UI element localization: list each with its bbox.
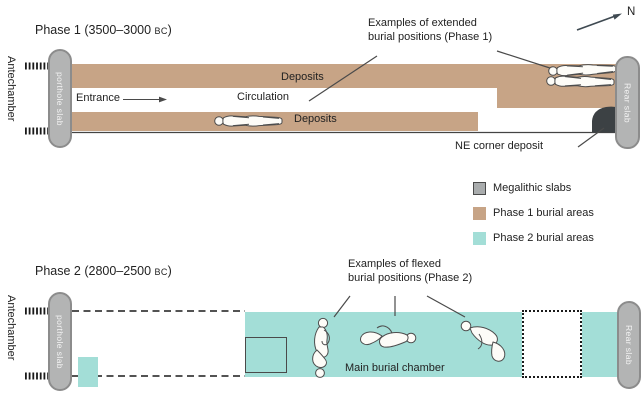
north-arrow-head — [612, 13, 622, 20]
phase1-porthole-slab: porthole slab — [48, 49, 72, 148]
flexed-caption-pointer-1 — [333, 295, 351, 318]
flexed-body-1 — [312, 317, 330, 378]
flexed-body-3 — [460, 320, 506, 362]
phase2-title-era: BC — [154, 267, 168, 277]
main-burial-chamber-label: Main burial chamber — [345, 362, 445, 374]
legend-label-phase1: Phase 1 burial areas — [493, 207, 594, 219]
phase2-porthole-slab-label: porthole slab — [55, 314, 65, 369]
flexed-burial-caption: Examples of flexed burial positions (Pha… — [348, 258, 472, 285]
flexed-caption-pointer-3 — [426, 295, 466, 318]
flexed-body-2 — [360, 325, 417, 348]
extended-caption-line2: burial positions (Phase 1) — [368, 30, 493, 43]
phase2-rear-slab-label: Rear slab — [624, 325, 634, 365]
extended-caption-right-pointer — [496, 50, 554, 70]
legend-item-phase2-areas: Phase 2 burial areas — [473, 232, 594, 246]
phase2-title-prefix: Phase 2 (2800–2500 — [35, 264, 155, 278]
north-arrow-line — [576, 14, 619, 31]
legend-swatch-phase1 — [473, 207, 486, 221]
ne-corner-label: NE corner deposit — [455, 140, 544, 152]
phase2-title-suffix: ) — [167, 264, 172, 278]
phase2-outlined-cist — [245, 337, 287, 373]
legend-label-phase2: Phase 2 burial areas — [493, 232, 594, 244]
extended-caption-left-pointer — [308, 55, 378, 102]
extended-burial-caption: Examples of extended burial positions (P… — [368, 17, 492, 44]
phase2-antechamber-label: Antechamber — [5, 295, 17, 361]
flexed-caption-line2: burial positions (Phase 2) — [348, 271, 473, 284]
legend-item-phase1-areas: Phase 1 burial areas — [473, 207, 594, 221]
extended-bodies-rear-slab — [546, 63, 617, 88]
extended-caption-line1: Examples of extended — [368, 17, 477, 29]
legend-swatch-phase2 — [473, 232, 486, 246]
phase1-title-suffix: ) — [167, 23, 172, 37]
extended-body-bottom-band — [214, 115, 283, 127]
legend-label-megalithic: Megalithic slabs — [493, 182, 572, 194]
phase1-title-era: BC — [154, 26, 168, 36]
phase2-rear-slab: Rear slab — [617, 301, 641, 389]
phase1-top-burial-band — [70, 64, 617, 88]
phase1-right-burial-extension — [497, 88, 617, 108]
entrance-label: Entrance — [76, 92, 121, 104]
phase2-title: Phase 2 (2800–2500 BC) — [35, 264, 172, 280]
phase1-porthole-slab-label: porthole slab — [55, 71, 65, 126]
ne-corner-pointer — [577, 127, 605, 148]
flexed-caption-line1: Examples of flexed — [348, 258, 441, 270]
phase1-title-prefix: Phase 1 (3500–3000 — [35, 23, 155, 37]
phase1-rear-slab-label: Rear slab — [622, 82, 633, 123]
phase2-porthole-slab: porthole slab — [48, 292, 72, 391]
phase1-title: Phase 1 (3500–3000 BC) — [35, 23, 172, 39]
circulation-label: Circulation — [237, 91, 289, 103]
legend-swatch-megalithic — [473, 182, 486, 196]
phase1-rear-slab: Rear slab — [615, 56, 640, 149]
legend-item-megalithic-slabs: Megalithic slabs — [473, 182, 571, 196]
deposits-top-label: Deposits — [281, 71, 324, 83]
entrance-arrow-head — [159, 96, 167, 103]
phase2-dotted-feature — [522, 310, 582, 378]
phase2-entrance-burial-patch — [78, 357, 98, 387]
deposits-bottom-label: Deposits — [294, 113, 337, 125]
north-label: N — [627, 6, 636, 18]
phase1-antechamber-label: Antechamber — [5, 56, 17, 122]
